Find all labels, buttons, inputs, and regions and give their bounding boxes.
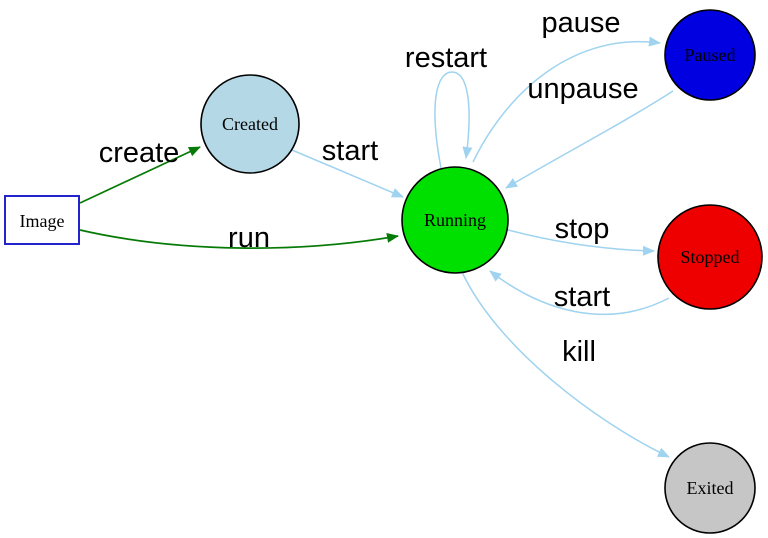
- node-stopped-label: Stopped: [680, 247, 739, 267]
- edge-restart-label: restart: [405, 42, 487, 74]
- edge-kill-path: [461, 271, 670, 458]
- edge-stop-path: [507, 229, 655, 256]
- node-running-circle: [401, 166, 509, 274]
- edge-start-label: start: [322, 135, 378, 167]
- edge-pause-path: [472, 36, 661, 163]
- node-paused-label: Paused: [685, 45, 736, 65]
- edge-start2-path: [489, 270, 670, 316]
- edge-stop-label: stop: [555, 213, 610, 245]
- node-created-label: Created: [222, 114, 278, 134]
- node-image-label: Image: [20, 211, 65, 231]
- node-exited-label: Exited: [687, 478, 734, 498]
- edge-pause-label: pause: [541, 7, 620, 39]
- edge-unpause-path: [505, 90, 674, 189]
- edge-kill-label: kill: [562, 336, 596, 368]
- edge-unpause-label: unpause: [527, 73, 638, 105]
- edge-create-label: create: [99, 137, 180, 169]
- edge-restart-loop-path: [434, 71, 473, 169]
- node-running-label: Running: [424, 210, 486, 230]
- node-stopped-circle: [657, 204, 763, 310]
- node-created-circle: [200, 74, 300, 174]
- edge-run-path: [79, 229, 399, 249]
- edge-run-label: run: [228, 222, 270, 254]
- node-paused-circle: [664, 9, 756, 101]
- node-image-box: [4, 195, 80, 245]
- edge-start-path: [291, 149, 404, 198]
- node-exited-circle: [664, 442, 756, 534]
- edge-create-path: [79, 146, 201, 204]
- edge-start2-label: start: [554, 281, 610, 313]
